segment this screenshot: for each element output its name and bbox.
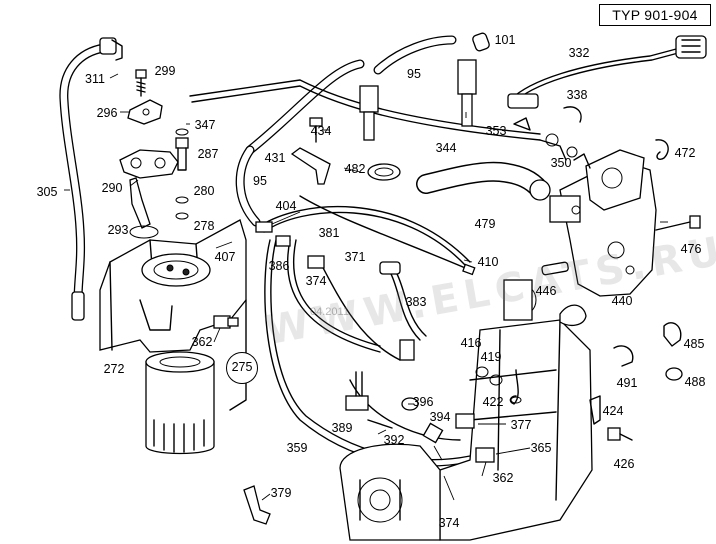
callout-404[interactable]: 404 [275, 199, 297, 213]
callout-381[interactable]: 381 [318, 226, 340, 240]
bracket-424 [589, 395, 601, 425]
callout-362b[interactable]: 362 [492, 471, 514, 485]
callout-424[interactable]: 424 [602, 404, 624, 418]
callout-394[interactable]: 394 [429, 410, 451, 424]
callout-101[interactable]: 101 [494, 33, 516, 47]
valve-482 [359, 85, 401, 181]
watermark-date: 04.2011 [310, 306, 349, 318]
clip-485 [663, 322, 682, 347]
hose-479 [416, 161, 551, 201]
callout-416[interactable]: 416 [460, 336, 482, 350]
callout-287[interactable]: 287 [197, 147, 219, 161]
callout-491[interactable]: 491 [616, 376, 638, 390]
bolt-426 [607, 427, 633, 441]
clamp-338 [563, 106, 582, 123]
bracket-296 [127, 99, 163, 125]
callout-293[interactable]: 293 [107, 223, 129, 237]
callout-353[interactable]: 353 [485, 124, 507, 138]
callout-290[interactable]: 290 [101, 181, 123, 195]
callout-371[interactable]: 371 [344, 250, 366, 264]
callout-440[interactable]: 440 [611, 294, 633, 308]
callout-272[interactable]: 272 [103, 362, 125, 376]
callout-350[interactable]: 350 [550, 156, 572, 170]
callout-362a[interactable]: 362 [191, 335, 213, 349]
callout-280[interactable]: 280 [193, 184, 215, 198]
callout-386[interactable]: 386 [268, 259, 290, 273]
callout-389[interactable]: 389 [331, 421, 353, 435]
callout-275[interactable]: 275 [226, 352, 258, 384]
clip-491 [613, 345, 634, 367]
filter-head-290 [119, 149, 179, 229]
callout-278[interactable]: 278 [193, 219, 215, 233]
leader-lines [64, 73, 668, 501]
sensor-cable-305 [59, 37, 123, 321]
callout-379[interactable]: 379 [270, 486, 292, 500]
callout-426[interactable]: 426 [613, 457, 635, 471]
bolt-287 [175, 137, 189, 171]
callout-383[interactable]: 383 [405, 295, 427, 309]
callout-347[interactable]: 347 [194, 118, 216, 132]
callout-377[interactable]: 377 [510, 418, 532, 432]
callout-431[interactable]: 431 [264, 151, 286, 165]
fuel-lines [189, 35, 707, 467]
callout-359[interactable]: 359 [286, 441, 308, 455]
bracket-379 [243, 485, 271, 525]
callout-472[interactable]: 472 [674, 146, 696, 160]
screw-299 [135, 69, 147, 97]
callout-396[interactable]: 396 [412, 395, 434, 409]
callout-488[interactable]: 488 [684, 375, 706, 389]
pump-440 [539, 139, 657, 297]
callout-305[interactable]: 305 [36, 185, 58, 199]
callout-332[interactable]: 332 [568, 46, 590, 60]
callout-407[interactable]: 407 [214, 250, 236, 264]
fittings-middle [255, 221, 522, 463]
callout-476[interactable]: 476 [680, 242, 702, 256]
plug-101 [457, 32, 490, 127]
callout-344[interactable]: 344 [435, 141, 457, 155]
callout-482[interactable]: 482 [344, 162, 366, 176]
callout-299[interactable]: 299 [154, 64, 176, 78]
callout-311[interactable]: 311 [85, 72, 105, 86]
callout-410[interactable]: 410 [477, 255, 499, 269]
callout-296[interactable]: 296 [96, 106, 118, 120]
callout-479[interactable]: 479 [474, 217, 496, 231]
screw-434 [309, 117, 323, 143]
callout-485[interactable]: 485 [683, 337, 705, 351]
callout-374b[interactable]: 374 [438, 516, 460, 530]
injection-pump-block [339, 279, 593, 541]
callout-95b[interactable]: 95 [407, 67, 421, 81]
clip-472 [655, 139, 669, 161]
callout-95a[interactable]: 95 [253, 174, 267, 188]
callout-338[interactable]: 338 [566, 88, 588, 102]
callout-365[interactable]: 365 [530, 441, 552, 455]
callout-446[interactable]: 446 [535, 284, 557, 298]
callout-374a[interactable]: 374 [305, 274, 327, 288]
fitting-362 [213, 315, 239, 329]
callout-422[interactable]: 422 [482, 395, 504, 409]
callout-419[interactable]: 419 [480, 350, 502, 364]
callout-392[interactable]: 392 [383, 433, 405, 447]
screw-476 [655, 215, 701, 231]
bracket-431 [290, 147, 331, 185]
type-range-label: TYP 901-904 [599, 4, 711, 26]
pin-446 [541, 261, 569, 276]
grommet-488 [665, 367, 683, 381]
callout-434[interactable]: 434 [310, 124, 332, 138]
filter-cartridge [145, 351, 215, 455]
filter-housing-272 [99, 219, 247, 411]
